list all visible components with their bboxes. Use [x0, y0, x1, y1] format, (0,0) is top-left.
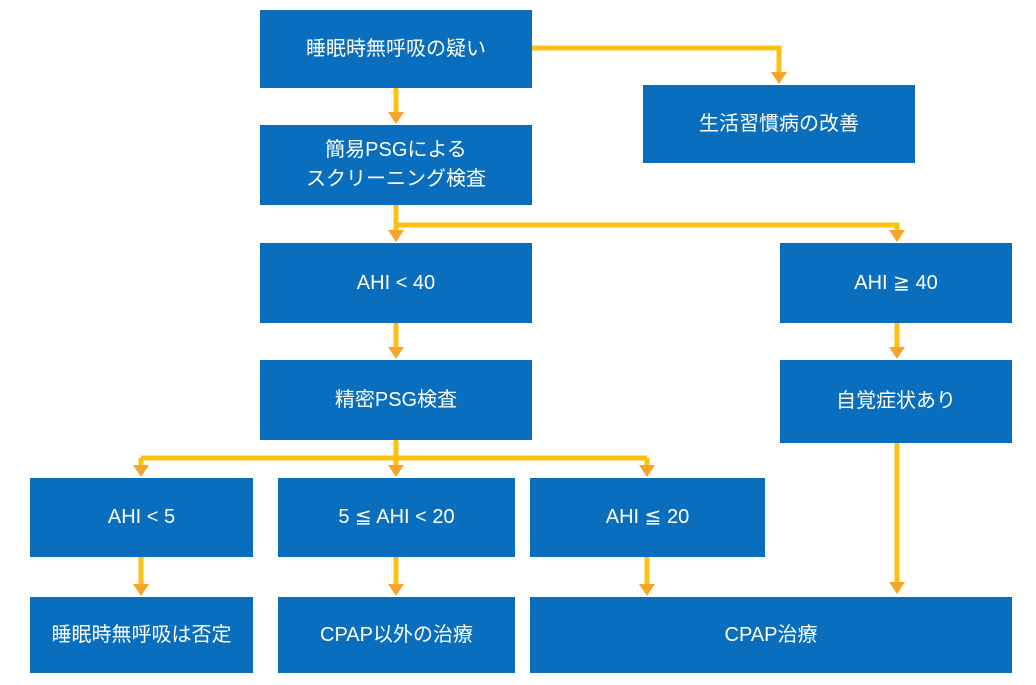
arrowhead-into-symptoms [889, 347, 905, 359]
node-label: 生活習慣病の改善 [699, 112, 859, 135]
node-ahi-5-to-20: 5 ≦ AHI < 20 [278, 478, 515, 557]
arrowhead-into-lifestyle [771, 72, 787, 84]
node-label: 睡眠時無呼吸は否定 [51, 623, 232, 646]
node-ahi-greater-equal-40: AHI ≧ 40 [780, 243, 1012, 323]
node-subjective-symptoms: 自覚症状あり [780, 360, 1012, 443]
arrowhead-symptoms-into-cpap [889, 582, 905, 594]
node-simple-psg-screening: 簡易PSGによる スクリーニング検査 [260, 125, 532, 205]
node-suspected-sleep-apnea: 睡眠時無呼吸の疑い [260, 10, 532, 88]
arrowhead-into-ahige40 [889, 230, 905, 242]
node-label: 簡易PSGによる スクリーニング検査 [306, 139, 486, 190]
node-label: CPAP以外の治療 [320, 623, 473, 646]
node-label: AHI < 40 [356, 271, 436, 294]
arrowhead-into-fullpsg [388, 347, 404, 359]
node-ahi-less-than-40: AHI < 40 [260, 243, 532, 323]
node-label: 精密PSG検査 [334, 388, 458, 411]
connector-fullpsg-split [138, 440, 650, 466]
arrowhead-into-ahi5to20 [388, 465, 404, 477]
connector-screening-split [393, 205, 900, 231]
arrowhead-into-ahilt40 [388, 230, 404, 242]
connector-suspicion-to-lifestyle [532, 45, 782, 73]
node-cpap-treatment: CPAP治療 [530, 597, 1012, 673]
node-non-cpap-treatment: CPAP以外の治療 [278, 597, 515, 673]
node-ahi-less-than-5: AHI < 5 [30, 478, 253, 557]
arrowhead-into-negative [133, 584, 149, 596]
node-label: AHI ≧ 40 [854, 271, 938, 294]
arrowhead-into-ahile20 [639, 465, 655, 477]
node-sleep-apnea-denied: 睡眠時無呼吸は否定 [30, 597, 253, 673]
arrowhead-into-screening [388, 112, 404, 124]
node-label: CPAP治療 [724, 623, 818, 646]
node-label: AHI ≦ 20 [605, 506, 690, 528]
arrowhead-into-ahilt5 [133, 465, 149, 477]
node-ahi-less-equal-20: AHI ≦ 20 [530, 478, 765, 557]
node-detailed-psg-test: 精密PSG検査 [260, 360, 532, 440]
arrowhead-ahile20-into-cpap [639, 584, 655, 596]
node-label: AHI < 5 [107, 506, 176, 528]
node-lifestyle-disease-improvement: 生活習慣病の改善 [643, 85, 915, 163]
node-label: 自覚症状あり [836, 390, 956, 412]
node-label: 5 ≦ AHI < 20 [338, 506, 455, 528]
arrowhead-into-noncpap [388, 584, 404, 596]
node-label: 睡眠時無呼吸の疑い [306, 37, 486, 60]
